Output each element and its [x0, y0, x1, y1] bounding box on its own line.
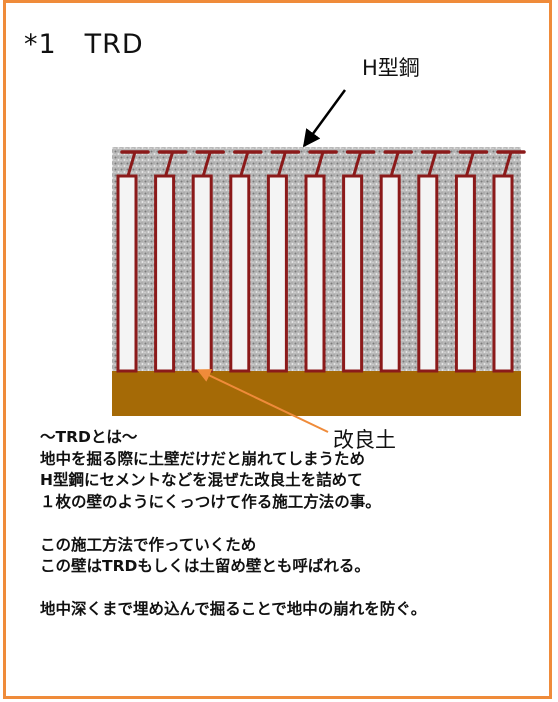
description-heading: ～TRDとは～	[40, 428, 138, 446]
description-line: 地中深くまで埋め込んで掘ることで地中の崩れを防ぐ。	[40, 600, 427, 618]
h-beam-label: H型鋼	[362, 56, 420, 80]
description-block: ～TRDとは～ 地中を掘る際に土壁だけだと崩れてしまうため H型鋼にセメントなど…	[40, 427, 426, 621]
h-beam	[454, 150, 489, 373]
description-line: 地中を掘る際に土壁だけだと崩れてしまうため	[40, 449, 366, 468]
h-beam-group	[116, 150, 526, 373]
description-line: この壁はTRDもしくは土留め壁とも呼ばれる。	[40, 557, 370, 575]
improved-soil-arrow	[196, 369, 329, 433]
frame-border	[3, 0, 552, 699]
description-line: この施工方法で作っていくため	[40, 535, 257, 554]
h-beam	[266, 150, 301, 373]
diagram-title: *1 TRD	[24, 29, 144, 60]
description-line: H型鋼にセメントなどを混ぜた改良土を詰めて	[40, 471, 363, 489]
h-beam	[342, 150, 376, 373]
h-beam	[417, 150, 451, 373]
h-beam	[154, 150, 188, 373]
h-beam	[379, 150, 413, 373]
description-line: １枚の壁のようにくっつけて作る施工方法の事。	[40, 492, 381, 511]
h-beam-arrow	[302, 89, 347, 148]
base-soil-layer	[112, 371, 521, 416]
improved-soil-label: 改良土	[333, 428, 396, 452]
h-beam	[304, 150, 338, 373]
h-beam	[492, 150, 526, 373]
h-beam	[116, 150, 150, 373]
h-beam	[229, 150, 263, 373]
